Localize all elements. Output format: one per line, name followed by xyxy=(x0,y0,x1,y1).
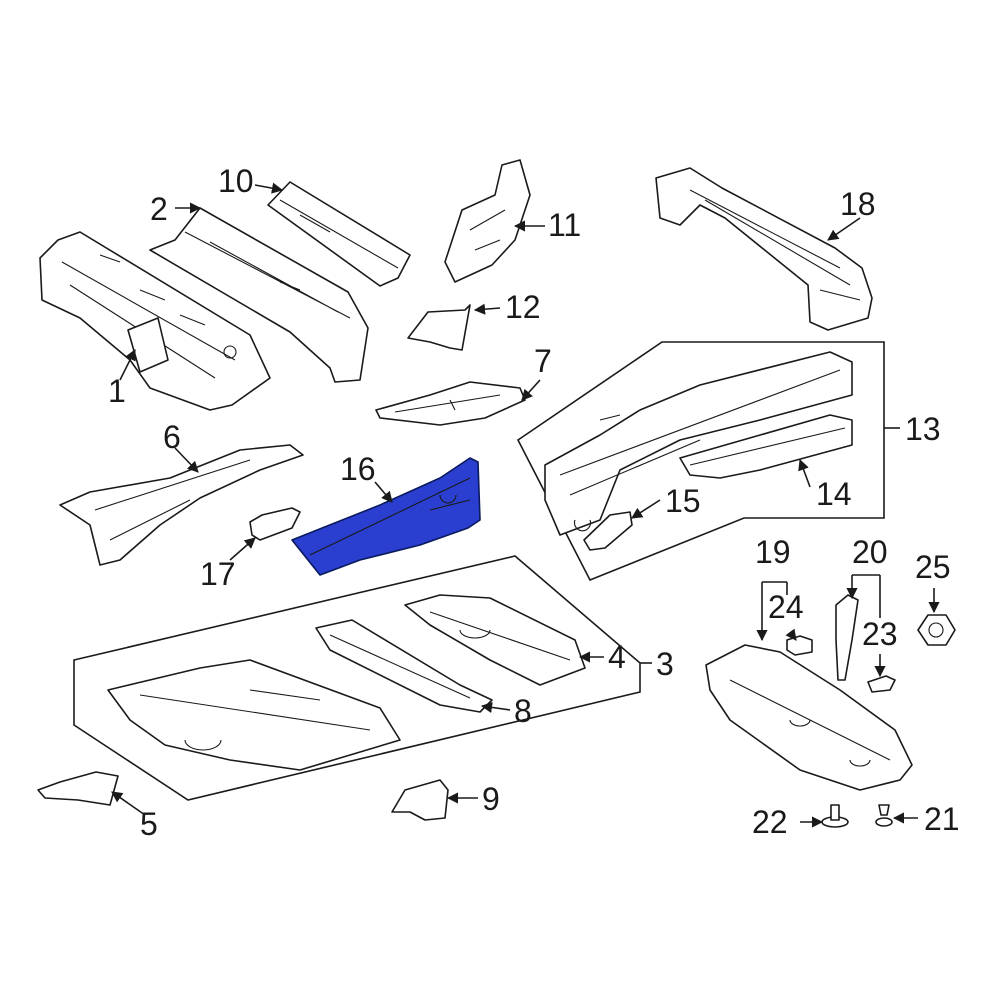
callout-18: 18 xyxy=(840,186,876,222)
callout-20: 20 xyxy=(852,534,888,570)
part-15-bracket xyxy=(583,511,633,551)
callout-25: 25 xyxy=(915,549,951,585)
callout-7: 7 xyxy=(534,343,552,379)
part-21-fastener xyxy=(875,804,893,827)
callout-1: 1 xyxy=(108,373,126,409)
part-3-floor-pan xyxy=(107,659,401,771)
part-10-panel xyxy=(267,181,411,287)
part-12-bracket xyxy=(407,304,471,351)
part-16-highlighted xyxy=(291,457,481,576)
callout-labels: 1 2 10 11 12 7 18 6 16 17 13 15 14 3 4 8… xyxy=(108,163,960,842)
callout-23: 23 xyxy=(862,616,898,652)
part-6-rail xyxy=(59,444,304,566)
part-19-shield xyxy=(705,644,913,791)
part-20-bracket xyxy=(835,594,859,681)
group-3-frame xyxy=(73,555,641,801)
callout-6: 6 xyxy=(163,419,181,455)
callout-21: 21 xyxy=(924,801,960,837)
part-11-bracket xyxy=(444,159,531,283)
callout-13: 13 xyxy=(905,411,941,447)
callout-11: 11 xyxy=(548,207,581,243)
callout-16: 16 xyxy=(340,451,376,487)
part-22-fastener xyxy=(821,804,849,828)
part-1-floor-member xyxy=(39,231,271,411)
callout-9: 9 xyxy=(482,781,500,817)
part-14-frame-member xyxy=(679,414,853,479)
callout-2: 2 xyxy=(150,191,168,227)
part-13-rear-frame xyxy=(544,351,853,536)
part-25-nut xyxy=(917,614,956,646)
callout-14: 14 xyxy=(816,476,852,512)
part-17-bracket xyxy=(249,507,301,541)
callout-4: 4 xyxy=(608,639,626,675)
callout-3: 3 xyxy=(656,646,674,682)
part-24-clip xyxy=(786,635,813,656)
part-5-bracket xyxy=(37,771,119,806)
leader-lines xyxy=(111,182,940,828)
callout-5: 5 xyxy=(140,806,158,842)
callout-19: 19 xyxy=(755,534,791,570)
part-9-bracket xyxy=(391,779,449,821)
part-7-panel xyxy=(375,381,526,426)
callout-22: 22 xyxy=(752,804,788,840)
callout-17: 17 xyxy=(200,556,236,592)
callout-24: 24 xyxy=(768,589,804,625)
callout-8: 8 xyxy=(514,693,532,729)
part-18-bumper-beam xyxy=(655,167,873,331)
callout-10: 10 xyxy=(218,163,254,199)
callout-15: 15 xyxy=(665,483,701,519)
group-13-frame xyxy=(516,341,885,582)
part-2-rail xyxy=(149,207,369,383)
callout-12: 12 xyxy=(505,289,541,325)
part-23-clip xyxy=(867,675,896,693)
part-4-floor-panel xyxy=(404,594,586,686)
